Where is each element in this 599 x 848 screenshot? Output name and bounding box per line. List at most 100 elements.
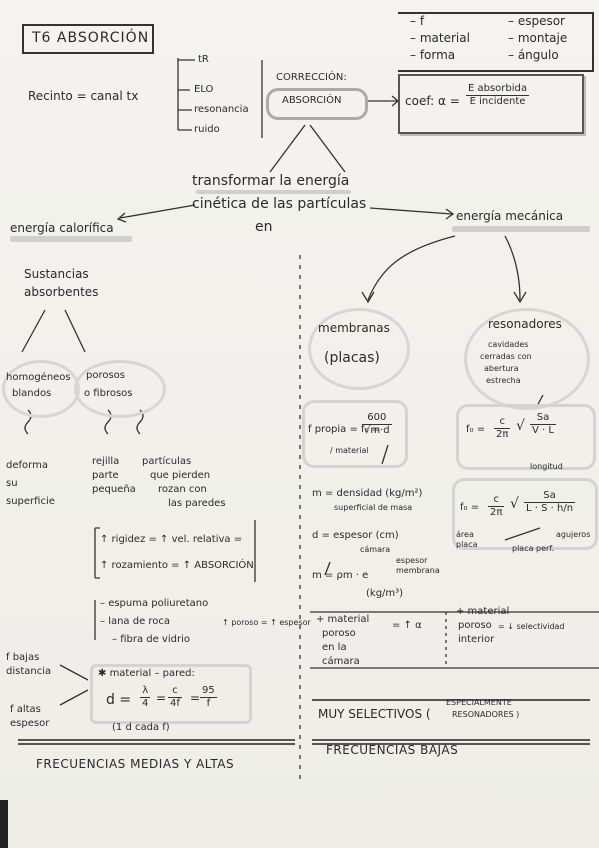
m-rho-sub: (kg/m³): [366, 588, 404, 599]
longitud-label: longitud: [530, 462, 563, 471]
deforma-1: deforma: [6, 460, 48, 471]
res-note-3: interior: [458, 634, 495, 645]
resonadores-3: cerradas con: [480, 352, 532, 361]
recinto-elo: ELO: [194, 84, 214, 95]
coef-fraction: E absorbida E incidente: [466, 83, 530, 107]
mem-note-1: + material: [316, 614, 370, 625]
factor-espesor: – espesor: [508, 14, 565, 28]
area-placa-1: área: [456, 530, 474, 539]
calorifica-underline: [10, 236, 132, 242]
res-f0-1: f₀ =: [466, 424, 486, 435]
material-espuma: – espuma poliuretano: [100, 598, 209, 609]
res-f0-2: f₀ =: [460, 502, 480, 513]
d-equation: d =: [106, 692, 132, 708]
membranas-2: (placas): [324, 350, 380, 366]
energia-calorifica: energía calorífica: [10, 221, 114, 235]
especialmente: ESPECIALMENTE: [446, 698, 512, 707]
f-propia-label: f propia = f₀ =: [308, 424, 381, 435]
sustancias-1: Sustancias: [24, 267, 89, 281]
resonador-formula1-highlight: [456, 404, 596, 470]
f-bajas-1: f bajas: [6, 652, 40, 663]
distance-highlight: [90, 664, 252, 724]
resonadores-oval: [464, 308, 590, 410]
resonadores-5: estrecha: [486, 376, 521, 385]
coef-label: coef: α =: [405, 94, 460, 108]
m-definition: m = densidad (kg/m²): [312, 488, 423, 499]
deforma-2: su: [6, 478, 18, 489]
f-bajas-2: distancia: [6, 666, 52, 677]
material-lana: – lana de roca: [100, 616, 171, 627]
porosos-2: o fibrosos: [84, 388, 133, 399]
res-sqrt-2: √: [510, 496, 519, 512]
f-propia-highlight: [302, 400, 408, 468]
resonadores-1: resonadores: [488, 317, 562, 331]
factor-montaje: – montaje: [508, 31, 568, 45]
material-fibra: – fibra de vidrio: [112, 634, 190, 645]
mecanica-underline: [452, 226, 590, 232]
homogeneos-1: homogéneos: [6, 372, 71, 383]
rozamiento-line: ↑ rozamiento = ↑ ABSORCIÓN: [100, 560, 254, 571]
mem-note-2: poroso: [322, 628, 356, 639]
particulas-4: las paredes: [168, 498, 226, 509]
una-cada: (1 d cada f): [112, 722, 170, 733]
particulas-1: partículas: [142, 456, 192, 467]
area-placa-2: placa: [456, 540, 478, 549]
factor-material: – material: [410, 31, 470, 45]
muy-selectivos: MUY SELECTIVOS (: [318, 707, 431, 721]
agujeros-label: agujeros: [556, 530, 591, 539]
rejilla-1: rejilla: [92, 456, 120, 467]
material-note: / material: [330, 446, 369, 455]
f-altas-1: f altas: [10, 704, 41, 715]
membranas-oval: [308, 308, 410, 390]
right-footer: FRECUENCIAS BAJAS: [326, 743, 459, 757]
d-definition: d = espesor (cm): [312, 530, 399, 541]
espesor-note-1: espesor: [396, 556, 428, 565]
factor-f: – f: [410, 14, 425, 28]
f-propia-fraction: 600√m·d: [362, 412, 392, 436]
rigidez-line: ↑ rigidez = ↑ vel. relativa =: [100, 534, 243, 545]
deforma-3: superficie: [6, 496, 55, 507]
porosos-oval: [74, 360, 166, 418]
porosos-1: porosos: [86, 370, 126, 381]
correccion-label: CORRECCIÓN:: [276, 72, 347, 83]
page-title: T6 ABSORCIÓN: [32, 30, 150, 46]
m-definition-sub: superficial de masa: [334, 503, 413, 512]
f-altas-2: espesor: [10, 718, 50, 729]
res-sqrt-1: √: [516, 418, 525, 434]
page-edge-shadow: [0, 800, 8, 848]
center-line3: en: [255, 219, 273, 235]
absorcion-highlight: [266, 88, 368, 120]
homogeneos-2: blandos: [12, 388, 52, 399]
center-underline: [196, 190, 351, 194]
recinto-tr: tR: [198, 54, 209, 65]
recinto-ruido: ruido: [194, 124, 220, 135]
recinto-resonancia: resonancia: [194, 104, 249, 115]
recinto-text: Recinto = canal tx: [28, 89, 139, 103]
res-note-4: = ↓ selectividad: [498, 622, 565, 631]
center-line2: cinética de las partículas: [192, 196, 367, 212]
factor-forma: – forma: [410, 48, 456, 62]
membranas-1: membranas: [318, 321, 390, 335]
espesor-note-2: membrana: [396, 566, 440, 575]
left-footer: FRECUENCIAS MEDIAS Y ALTAS: [36, 757, 235, 771]
factors-box: [398, 12, 594, 72]
resonadores-caps: RESONADORES ): [452, 710, 520, 719]
particulas-3: rozan con: [158, 484, 207, 495]
rejilla-3: pequeña: [92, 484, 136, 495]
area-placa-perf: placa perf.: [512, 544, 555, 553]
resonadores-2: cavidades: [488, 340, 529, 349]
res-note-1: + material: [456, 606, 510, 617]
absorcion-label: ABSORCIÓN: [282, 95, 342, 106]
title-box: [22, 24, 154, 54]
mem-note-3: en la: [322, 642, 347, 653]
mem-note-5: = ↑ α: [392, 620, 422, 631]
resonadores-4: abertura: [484, 364, 519, 373]
factor-angulo: – ángulo: [508, 48, 559, 62]
